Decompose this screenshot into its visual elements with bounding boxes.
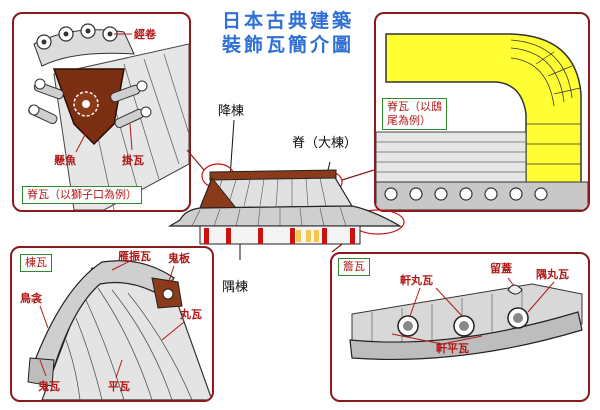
shibi-illustration [376,33,588,210]
label-tobusuma: 鳥衾 [20,292,42,305]
panel-shibi: 脊瓦（以鴟 尾為例） [374,12,590,212]
tag-ridge-tiles: 棟瓦 [20,254,52,272]
tag-shibi-line-1: 脊瓦（以鴟 [387,100,442,113]
tag-shishiguchi: 脊瓦（以獅子口為例） [22,186,142,204]
title-line-2: 裝飾瓦簡介圖 [221,34,354,56]
tag-shibi-line-2: 尾為例） [387,114,431,127]
panel-ridge-tiles: 棟瓦 雁振瓦 鬼板 鳥衾 丸瓦 鬼瓦 平瓦 [10,246,214,402]
label-nokihira: 軒平瓦 [436,342,469,355]
panel-shishiguchi: 經卷 懸魚 掛瓦 脊瓦（以獅子口為例） [12,12,191,212]
label-hiragawara: 平瓦 [108,380,130,393]
label-kengyo: 懸魚 [54,154,76,167]
panel-eave-tiles: 簷瓦 軒丸瓦 留蓋 隅丸瓦 軒平瓦 [330,252,590,402]
label-kakegawara: 掛瓦 [122,154,144,167]
label-onigawara: 鬼瓦 [38,380,60,393]
label-tomebuta: 留蓋 [490,262,512,275]
label-kyo: 經卷 [134,28,156,41]
label-ridge-end: 降棟 [218,104,245,119]
label-ridge: 脊（大棟） [292,136,358,151]
tag-eave-tiles: 簷瓦 [338,258,370,276]
title-line-1: 日本古典建築 [221,10,354,32]
eave-tiles-illustration [349,277,583,361]
label-marugawara: 丸瓦 [180,308,202,321]
shishiguchi-illustration [28,23,189,210]
ridge-tiles-illustration [27,259,212,400]
label-oniita: 鬼板 [168,252,190,265]
label-corner-ridge: 隅棟 [222,280,249,295]
label-nokimaru: 軒丸瓦 [400,274,433,287]
label-sumimaru: 隅丸瓦 [536,268,569,281]
tag-shibi: 脊瓦（以鴟 尾為例） [382,98,447,130]
label-gangburi: 雁振瓦 [118,250,151,263]
